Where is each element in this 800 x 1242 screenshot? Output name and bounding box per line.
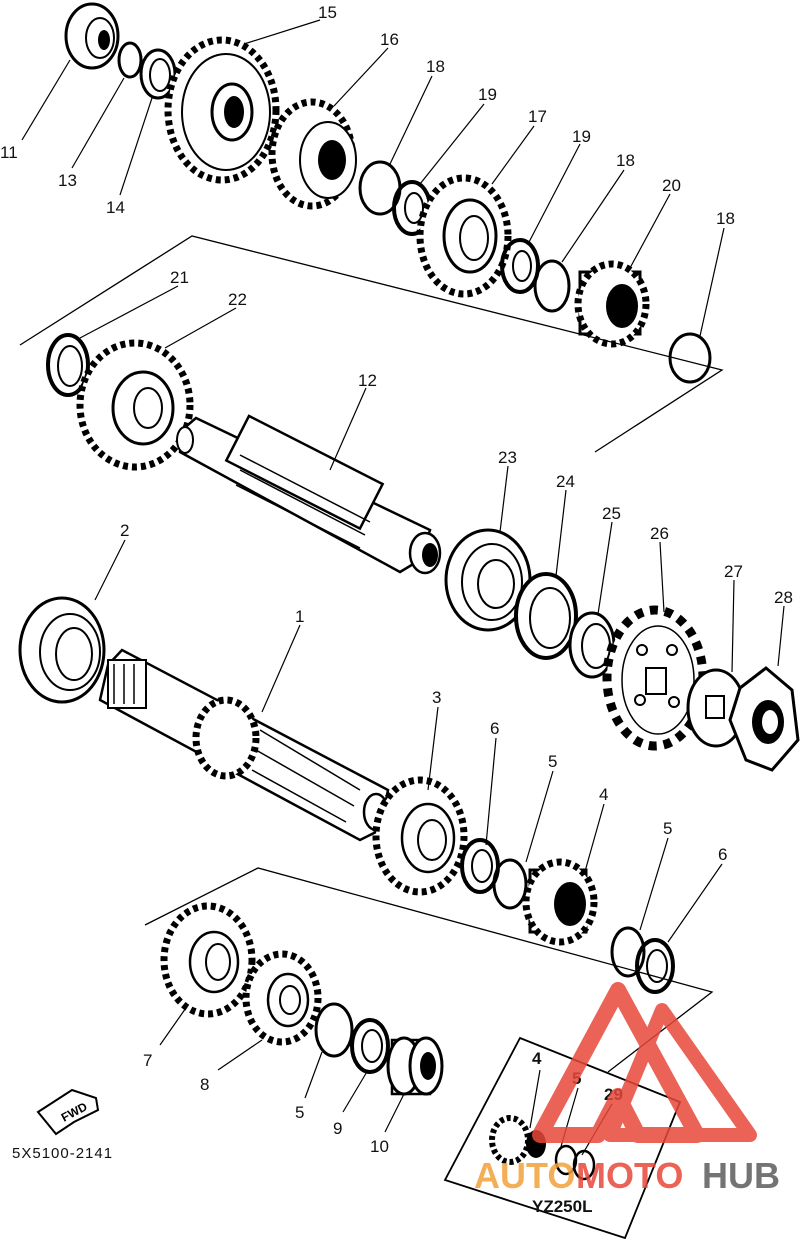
label-part-18: 18 bbox=[616, 151, 635, 170]
inset-model-label: YZ250L bbox=[532, 1197, 592, 1216]
group-bracket bbox=[19, 235, 724, 453]
inset-label-part-4: 4 bbox=[532, 1049, 542, 1068]
diagram-code: 5X5100-2141 bbox=[12, 1145, 113, 1162]
gear-20 bbox=[574, 260, 650, 348]
label-part-20: 20 bbox=[662, 176, 681, 195]
label-part-19: 19 bbox=[572, 127, 591, 146]
collar-25 bbox=[568, 611, 616, 679]
label-part-26: 26 bbox=[650, 524, 669, 543]
label-part-7: 7 bbox=[143, 1051, 152, 1070]
label-part-16: 16 bbox=[380, 30, 399, 49]
forward-arrow-icon: FWD bbox=[36, 1088, 100, 1136]
gear-4 bbox=[522, 858, 598, 946]
circlip-5 bbox=[492, 858, 528, 910]
label-part-6: 6 bbox=[718, 845, 727, 864]
washer-14 bbox=[139, 48, 177, 100]
label-part-3: 3 bbox=[432, 688, 441, 707]
circlip-5 bbox=[610, 926, 646, 978]
label-part-5: 5 bbox=[663, 819, 672, 838]
label-part-8: 8 bbox=[200, 1075, 209, 1094]
bearing-11 bbox=[64, 2, 120, 70]
gear-3 bbox=[372, 776, 468, 896]
label-part-13: 13 bbox=[58, 171, 77, 190]
label-part-5: 5 bbox=[548, 752, 557, 771]
gear-22 bbox=[76, 339, 194, 471]
gear-8 bbox=[242, 950, 322, 1046]
label-part-25: 25 bbox=[602, 504, 621, 523]
label-part-9: 9 bbox=[333, 1119, 342, 1138]
washer-19 bbox=[500, 238, 540, 294]
label-part-2: 2 bbox=[120, 521, 129, 540]
circlip-5 bbox=[314, 1002, 354, 1058]
label-part-5: 5 bbox=[295, 1103, 304, 1122]
label-part-1: 1 bbox=[295, 607, 304, 626]
label-part-21: 21 bbox=[170, 268, 189, 287]
label-part-4: 4 bbox=[599, 785, 608, 804]
watermark-auto: AUTO bbox=[474, 1155, 575, 1196]
drive-axle-1 bbox=[98, 648, 390, 842]
circlip-13 bbox=[117, 41, 143, 79]
washer-9 bbox=[350, 1018, 390, 1074]
main-shaft-12 bbox=[176, 414, 442, 575]
watermark-moto: MOTO bbox=[576, 1155, 683, 1196]
nut-28 bbox=[728, 666, 800, 772]
bearing-2 bbox=[18, 596, 106, 704]
label-part-18: 18 bbox=[716, 209, 735, 228]
automotohub-watermark: AUTO MOTO HUB bbox=[474, 982, 780, 1196]
label-part-18: 18 bbox=[426, 57, 445, 76]
sprocket-26 bbox=[602, 605, 708, 751]
label-part-15: 15 bbox=[318, 3, 337, 22]
bearing-23 bbox=[444, 528, 532, 632]
gear-7 bbox=[160, 902, 256, 1018]
gear-15 bbox=[164, 36, 280, 184]
oil-seal-24 bbox=[514, 572, 578, 660]
label-part-10: 10 bbox=[370, 1137, 389, 1156]
label-part-24: 24 bbox=[556, 472, 575, 491]
washer-21 bbox=[46, 333, 90, 397]
yz250l-inset bbox=[443, 1036, 682, 1240]
label-part-14: 14 bbox=[106, 198, 125, 217]
label-part-6: 6 bbox=[490, 719, 499, 738]
gear-16 bbox=[268, 98, 357, 210]
circlip-18 bbox=[668, 332, 712, 384]
logo-triangle-icon bbox=[603, 1003, 757, 1142]
gear-17 bbox=[416, 174, 512, 298]
needle-bearing-10 bbox=[386, 1036, 444, 1096]
label-part-23: 23 bbox=[498, 448, 517, 467]
label-part-22: 22 bbox=[228, 290, 247, 309]
leader-lines bbox=[21, 19, 785, 1133]
label-part-17: 17 bbox=[528, 107, 547, 126]
label-part-19: 19 bbox=[478, 85, 497, 104]
watermark-hub: HUB bbox=[702, 1155, 780, 1196]
label-part-12: 12 bbox=[358, 371, 377, 390]
circlip-18 bbox=[533, 259, 571, 313]
label-part-11: 11 bbox=[0, 143, 18, 162]
washer-6 bbox=[635, 938, 675, 994]
label-part-27: 27 bbox=[724, 562, 743, 581]
label-part-28: 28 bbox=[774, 588, 793, 607]
